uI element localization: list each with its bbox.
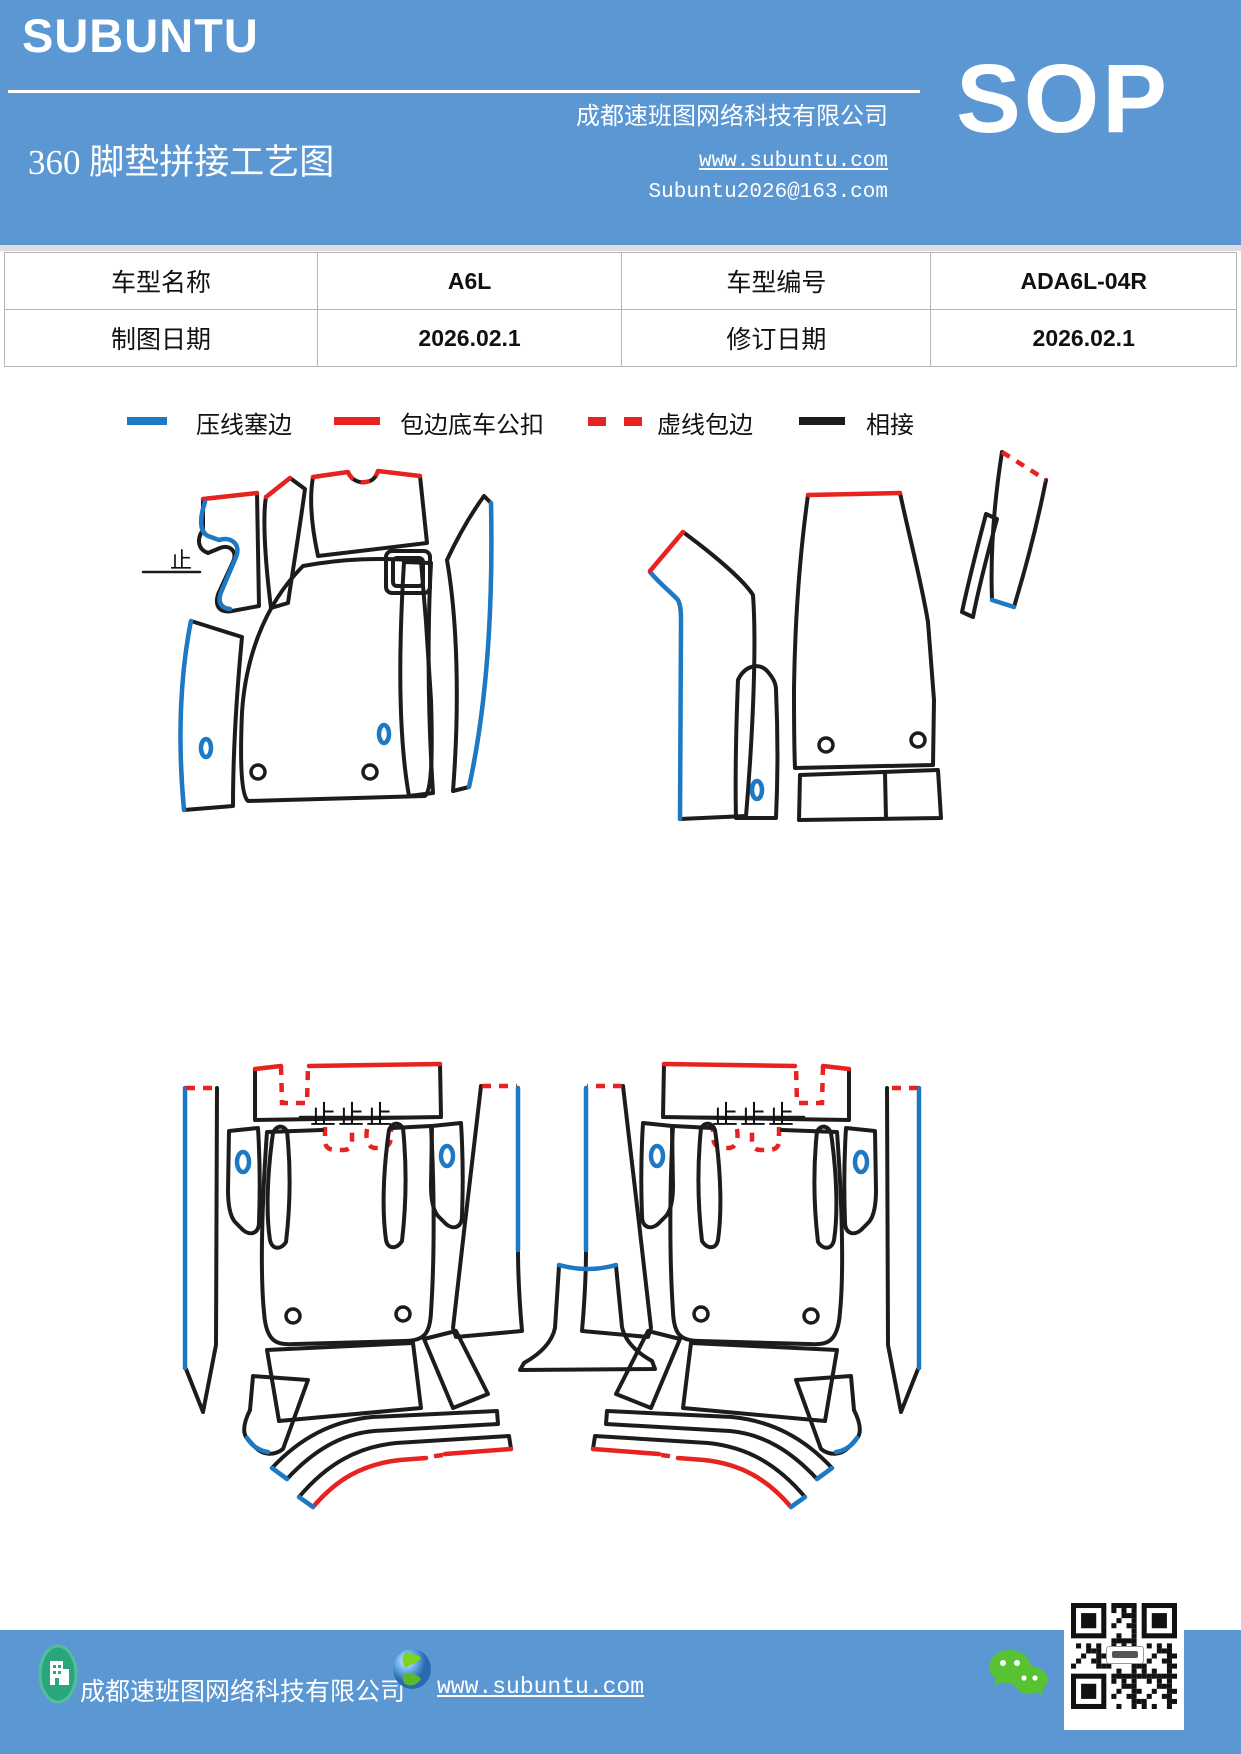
globe-icon [393,1649,431,1689]
model-code-value: ADA6L-04R [930,252,1237,310]
sop-label: SOP [956,44,1170,153]
draw-date-label: 制图日期 [4,309,318,367]
qr-code [1064,1594,1184,1730]
header-divider-line [8,90,920,93]
header-email: Subuntu2026@163.com [648,181,888,204]
footer-company-name: 成都速班图网络科技有限公司 [80,1679,406,1706]
legend-label-join: 相接 [866,413,914,439]
draw-date-value: 2026.02.1 [316,309,623,367]
model-code-label: 车型编号 [621,252,932,310]
legend-label-wrap-buckle: 包边底车公扣 [400,413,544,439]
revise-date-value: 2026.02.1 [930,309,1237,367]
line-type-legend: 压线塞边 包边底车公扣 虚线包边 相接 [0,403,1241,449]
stop-annotation-front-left: 止 [170,548,192,573]
header-banner: SUBUNTU 360 脚垫拼接工艺图 成都速班图网络科技有限公司 www.su… [0,0,1241,245]
qr-center-logo [1106,1646,1144,1664]
stop-annotation-rear-left: 止止止 [310,1101,394,1130]
rear-left-mat-group [182,1061,524,1510]
legend-label-dashed-wrap: 虚线包边 [657,413,753,439]
header-website-link[interactable]: www.subuntu.com [698,150,888,173]
legend-swatch-red-dashed [588,417,642,426]
brand-logo-text: SUBUNTU [22,9,259,62]
header-company-name: 成都速班图网络科技有限公司 [576,104,888,130]
vehicle-info-table: 车型名称 A6L 车型编号 ADA6L-04R 制图日期 2026.02.1 修… [4,252,1237,367]
building-icon [38,1644,78,1704]
footer-website-link[interactable]: www.subuntu.com [437,1674,645,1700]
revise-date-label: 修订日期 [621,309,932,367]
legend-swatch-black [799,417,845,425]
legend-swatch-blue [127,417,167,425]
header-shadow-strip [0,245,1241,251]
rear-right-mat-group [582,1064,919,1507]
center-tunnel-piece [518,1262,657,1372]
table-row: 制图日期 2026.02.1 修订日期 2026.02.1 [4,309,1237,367]
front-right-mat-group [647,450,1048,822]
legend-swatch-red [334,417,380,425]
legend-label-press-edge: 压线塞边 [196,413,292,439]
wechat-icon [989,1650,1048,1695]
front-left-mat-group: 止 [141,468,494,813]
page-title: 360 脚垫拼接工艺图 [28,143,335,182]
model-name-value: A6L [316,252,623,310]
stop-annotation-rear-right: 止止止 [712,1101,796,1130]
